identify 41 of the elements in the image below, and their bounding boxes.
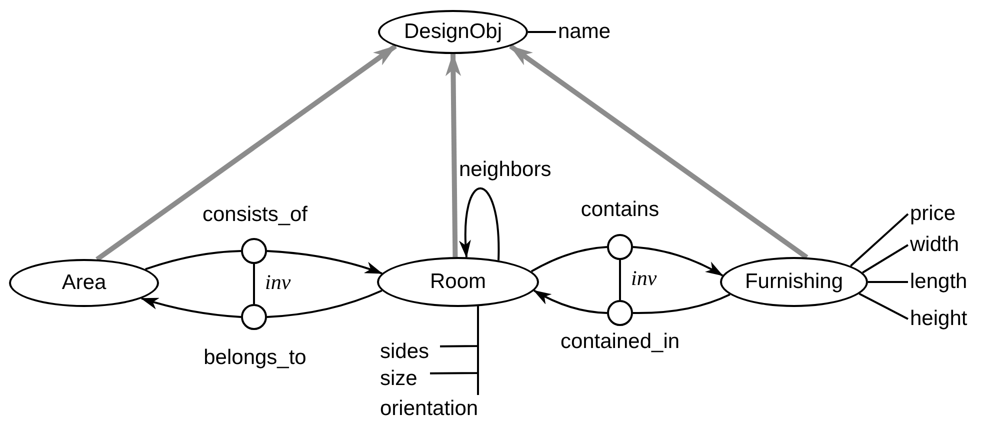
inheritance-arrow: [509, 44, 808, 260]
relation-label: contains: [580, 198, 660, 222]
attribute-label: length: [910, 268, 985, 296]
inheritance-arrow: [96, 44, 397, 262]
relation-circle: [607, 300, 633, 326]
relation-circle: [607, 234, 633, 260]
relation-label: contained_in: [559, 330, 681, 354]
connector-line: [633, 294, 730, 314]
connector-line: [858, 292, 908, 320]
connector-line: [862, 244, 909, 274]
attribute-label: height: [910, 305, 985, 333]
attribute-label: size: [380, 365, 430, 393]
attribute-label: sides: [380, 338, 440, 366]
connector-line: [868, 281, 908, 283]
arrow: [266, 250, 383, 274]
entity-ellipse: DesignObj: [378, 10, 528, 54]
connector-line: [145, 250, 242, 270]
edge-label: neighbors: [457, 158, 554, 182]
arrow: [533, 290, 608, 314]
entity-ellipse: Furnishing: [720, 257, 868, 307]
relation-circle: [241, 238, 267, 264]
inheritance-arrow: [445, 52, 462, 258]
connector-line: [528, 31, 556, 33]
relation-circle: [241, 304, 267, 330]
connector-line: [530, 246, 608, 272]
arrow: [460, 188, 500, 260]
connector-line: [266, 290, 382, 318]
attribute-label: name: [558, 18, 628, 46]
relation-label: belongs_to: [202, 346, 308, 370]
attribute-label: orientation: [380, 395, 510, 423]
arrow: [140, 297, 242, 318]
relation-label: consists_of: [201, 203, 309, 227]
entity-ellipse: Room: [377, 257, 539, 307]
attribute-label: price: [910, 200, 970, 228]
attribute-label: width: [910, 231, 970, 259]
connector-line: [253, 264, 255, 304]
connector-line: [850, 213, 909, 267]
connector-line: [477, 306, 479, 395]
entity-ellipse: Area: [9, 259, 159, 307]
arrow: [632, 246, 724, 276]
connector-line: [619, 260, 621, 300]
